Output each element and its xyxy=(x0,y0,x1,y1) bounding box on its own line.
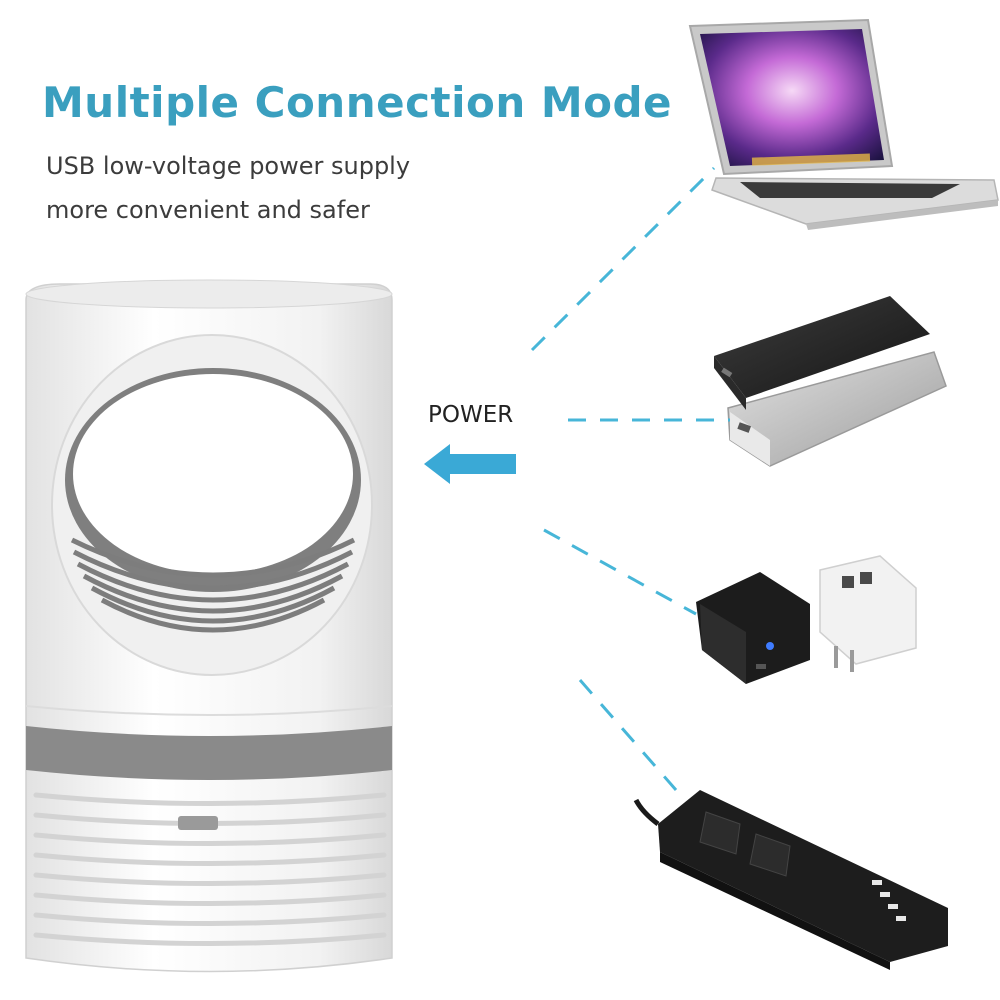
connection-lines xyxy=(530,166,730,791)
laptop-icon xyxy=(688,18,999,230)
power-strip-icon xyxy=(633,790,948,970)
power-bank-icon xyxy=(714,296,947,467)
wall-adapter-icon xyxy=(696,555,917,684)
power-label: POWER xyxy=(428,402,514,428)
dashed-line-wall-adapter xyxy=(543,528,697,616)
left-arrow-icon xyxy=(424,444,516,484)
headline: Multiple Connection Mode xyxy=(42,78,673,127)
dashed-line-power-strip xyxy=(578,679,678,791)
mosquito-lamp-icon xyxy=(25,279,393,973)
dashed-line-laptop xyxy=(530,166,716,352)
subtitle-line-2: more convenient and safer xyxy=(46,196,370,224)
subtitle-line-1: USB low-voltage power supply xyxy=(46,152,411,180)
